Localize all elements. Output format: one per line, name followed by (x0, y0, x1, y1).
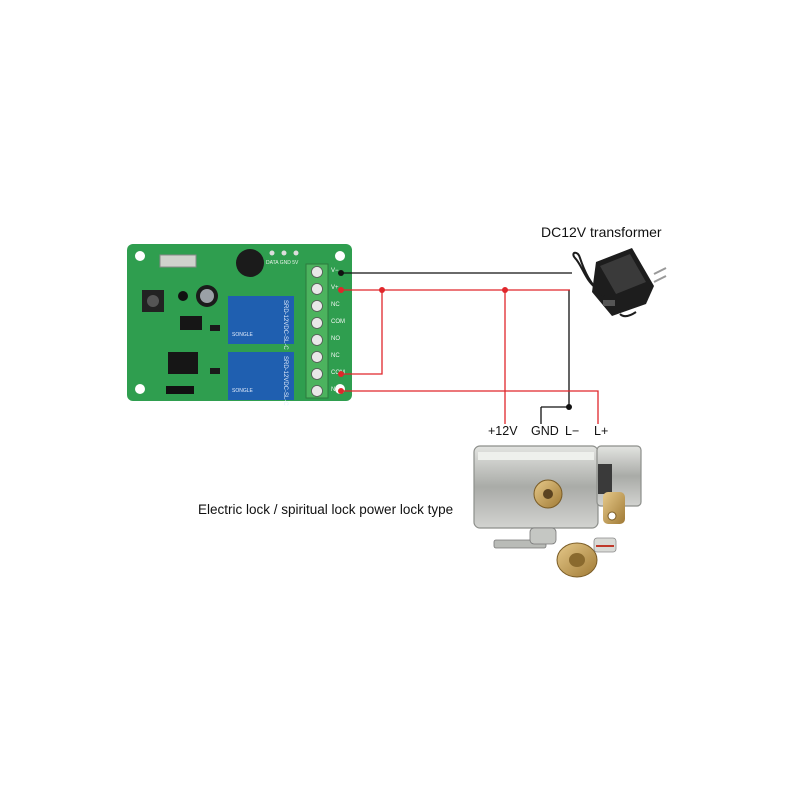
terminal-label: COM (331, 319, 345, 325)
relay-1-model: SRD-12VDC-SL-C (282, 300, 288, 350)
relay-2-model: SRD-12VDC-SL-C (282, 356, 288, 406)
terminal-label: COM (331, 370, 345, 376)
terminal-label: NC (331, 353, 340, 359)
wire-lplus (341, 390, 599, 424)
lock-label: Electric lock / spiritual lock power loc… (198, 502, 454, 517)
terminal-label: NC (331, 302, 340, 308)
lock-cylinder-icon (556, 537, 617, 578)
terminal-l-plus-label: L+ (594, 424, 609, 438)
wiring (341, 272, 599, 424)
transformer-label: DC12V transformer (541, 224, 662, 240)
power-adapter-icon (572, 248, 667, 318)
wire-com (341, 290, 383, 375)
wire-junctions (338, 270, 572, 410)
relay-2-brand: SONGLE (232, 388, 254, 394)
electric-lock-icon (473, 445, 642, 529)
terminal-label: NO (331, 336, 340, 342)
terminal-12v-label: +12V (488, 424, 518, 438)
terminal-gnd-label: GND (531, 424, 559, 438)
terminal-label: V− (331, 268, 339, 274)
terminal-label: NO (331, 387, 340, 393)
terminal-label: V+ (331, 285, 339, 291)
relay-board-icon: DATA GND 5V SRD-12VDC-SL-C SRD-12VDC-SL-… (127, 244, 352, 406)
key-icon (493, 527, 557, 549)
terminal-l-minus-label: L− (565, 424, 580, 438)
header-pin-label: DATA GND 5V (266, 260, 299, 266)
relay-1-brand: SONGLE (232, 332, 254, 338)
